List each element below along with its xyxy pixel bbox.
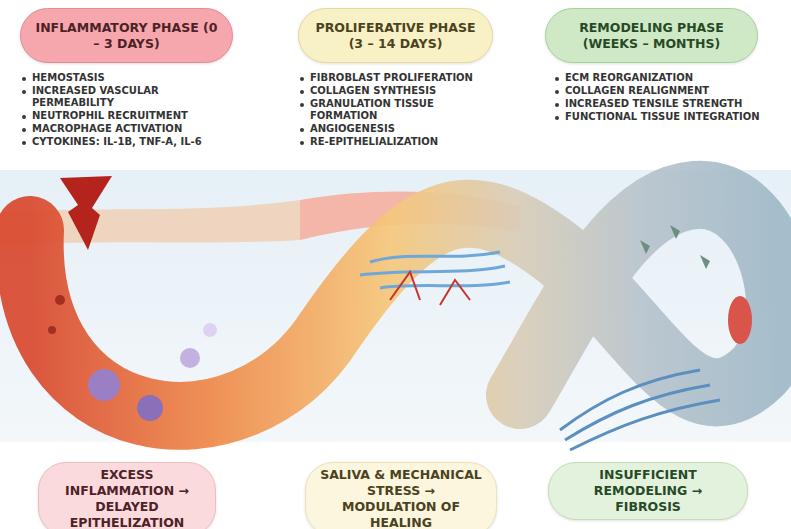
bullet-item: HEMOSTASIS [22, 72, 202, 84]
bullet-dot [22, 128, 26, 132]
pill-text: SALIVA & MECHANICAL STRESS → MODULATION … [318, 467, 484, 529]
bullet-item: COLLAGEN REALIGNMENT [555, 85, 765, 97]
bullet-list: FIBROBLAST PROLIFERATIONCOLLAGEN SYNTHES… [300, 72, 500, 148]
aligned-collagen [560, 370, 720, 450]
bullet-text: INCREASED VASCULAR PERMEABILITY [32, 85, 202, 109]
background-band [0, 170, 791, 442]
bullet-item: CYTOKINES: IL-1B, TNF-A, IL-6 [22, 136, 202, 148]
pill-text: INSUFFICIENT REMODELING → FIBROSIS [561, 467, 735, 515]
bullet-item: RE-EPITHELIALIZATION [300, 136, 500, 148]
bullet-text: HEMOSTASIS [32, 72, 105, 84]
pill-text: REMODELING PHASE (WEEKS – MONTHS) [558, 20, 745, 52]
bullet-dot [300, 77, 304, 81]
healing-ribbon [30, 195, 780, 416]
bullet-dot [555, 77, 559, 81]
phase-pill: INFLAMMATORY PHASE (0 – 3 DAYS) [20, 8, 233, 63]
macrophage [88, 369, 120, 401]
phase-pill: PROLIFERATIVE PHASE (3 – 14 DAYS) [298, 8, 493, 63]
bullet-text: MACROPHAGE ACTIVATION [32, 123, 182, 135]
bullet-list: HEMOSTASISINCREASED VASCULAR PERMEABILIT… [22, 72, 202, 148]
collagen-fibers [360, 252, 510, 288]
bullet-dot [22, 141, 26, 145]
bullet-item: FUNCTIONAL TISSUE INTEGRATION [555, 111, 765, 123]
wound [60, 176, 112, 250]
bullet-text: ECM REORGANIZATION [565, 72, 693, 84]
outcome-pill: INSUFFICIENT REMODELING → FIBROSIS [548, 462, 748, 520]
bullet-item: COLLAGEN SYNTHESIS [300, 85, 500, 97]
bullet-text: INCREASED TENSILE STRENGTH [565, 98, 742, 110]
platelet [48, 326, 56, 334]
bullet-text: FIBROBLAST PROLIFERATION [310, 72, 473, 84]
neutrophil [137, 395, 163, 421]
outcome-pill: SALIVA & MECHANICAL STRESS → MODULATION … [305, 462, 497, 529]
cell [203, 323, 217, 337]
bullet-text: GRANULATION TISSUE FORMATION [310, 98, 500, 122]
bullet-dot [555, 103, 559, 107]
bullet-text: RE-EPITHELIALIZATION [310, 136, 438, 148]
bullet-text: COLLAGEN REALIGNMENT [565, 85, 709, 97]
bullet-text: NEUTROPHIL RECRUITMENT [32, 110, 188, 122]
pill-text: INFLAMMATORY PHASE (0 – 3 DAYS) [33, 20, 220, 52]
pill-text: PROLIFERATIVE PHASE (3 – 14 DAYS) [311, 20, 480, 52]
bullet-text: FUNCTIONAL TISSUE INTEGRATION [565, 111, 760, 123]
bullet-item: GRANULATION TISSUE FORMATION [300, 98, 500, 122]
bullet-text: COLLAGEN SYNTHESIS [310, 85, 436, 97]
bullet-dot [300, 103, 304, 107]
bullet-item: FIBROBLAST PROLIFERATION [300, 72, 500, 84]
bullet-item: NEUTROPHIL RECRUITMENT [22, 110, 202, 122]
bullet-text: ANGIOGENESIS [310, 123, 395, 135]
pill-text: EXCESS INFLAMMATION → DELAYED EPITHELIZA… [51, 467, 203, 529]
bullet-dot [22, 115, 26, 119]
vessels [390, 272, 470, 305]
bullet-item: ANGIOGENESIS [300, 123, 500, 135]
bullet-dot [300, 90, 304, 94]
bullet-dot [300, 128, 304, 132]
bullet-item: INCREASED TENSILE STRENGTH [555, 98, 765, 110]
outcome-pill: EXCESS INFLAMMATION → DELAYED EPITHELIZA… [38, 462, 216, 529]
bullet-list: ECM REORGANIZATIONCOLLAGEN REALIGNMENTIN… [555, 72, 765, 123]
bullet-dot [300, 141, 304, 145]
bullet-dot [22, 77, 26, 81]
bullet-dot [22, 90, 26, 94]
bullet-text: CYTOKINES: IL-1B, TNF-A, IL-6 [32, 136, 202, 148]
fibroblasts [640, 225, 710, 269]
cell [180, 348, 200, 368]
platelet [55, 295, 65, 305]
scar-cell [728, 296, 752, 344]
phase-pill: REMODELING PHASE (WEEKS – MONTHS) [545, 8, 758, 63]
bullet-dot [555, 116, 559, 120]
bullet-dot [555, 90, 559, 94]
bullet-item: ECM REORGANIZATION [555, 72, 765, 84]
bullet-item: MACROPHAGE ACTIVATION [22, 123, 202, 135]
bullet-item: INCREASED VASCULAR PERMEABILITY [22, 85, 202, 109]
